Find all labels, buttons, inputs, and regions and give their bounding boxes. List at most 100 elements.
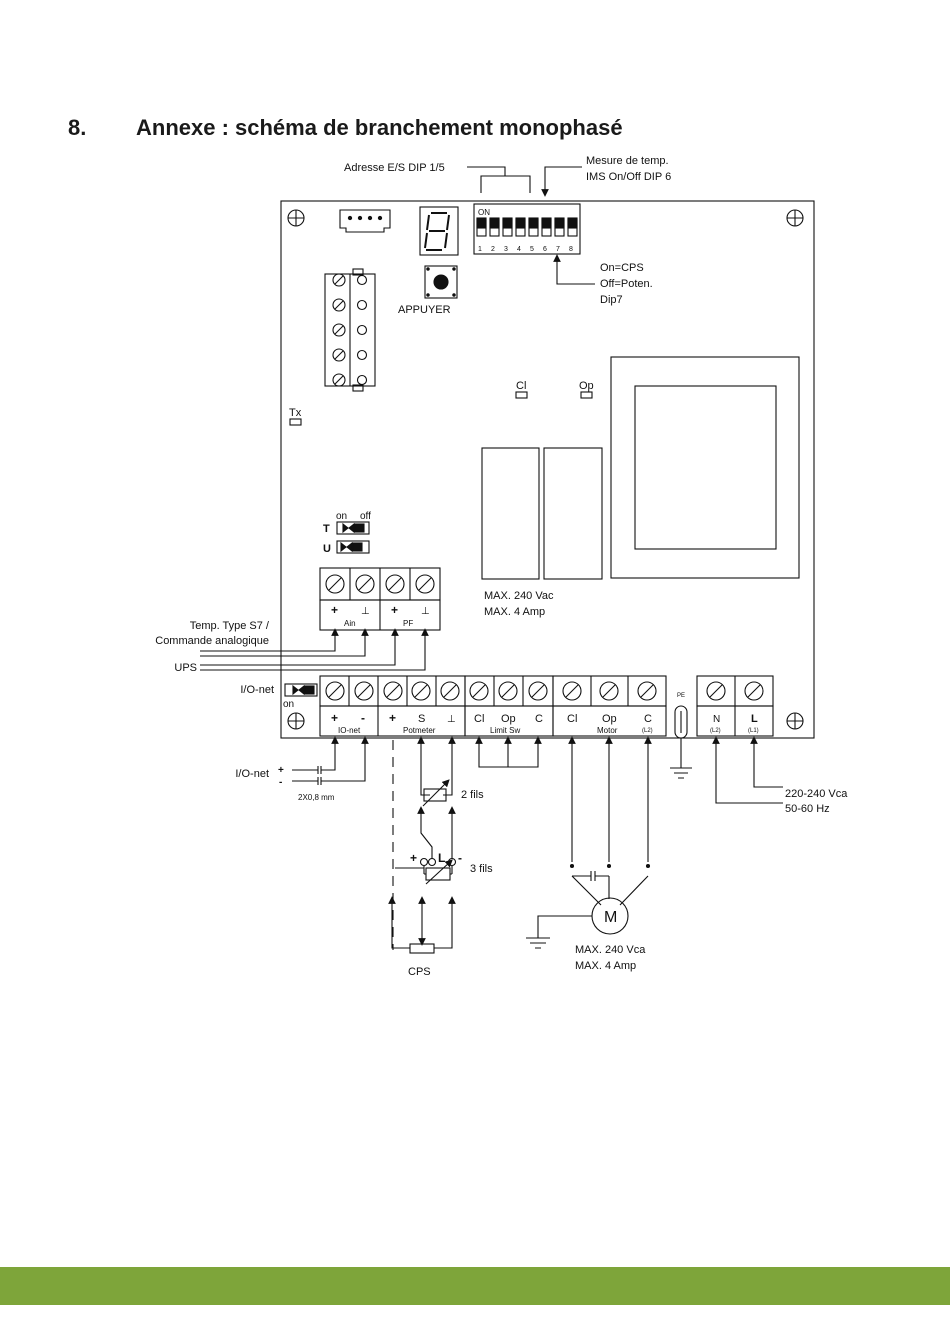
cps-sensor	[409, 943, 435, 954]
label-mesure-1: Mesure de temp.	[586, 155, 669, 167]
dip-on-label: ON	[478, 208, 490, 217]
label-pot-plus: +	[410, 851, 417, 865]
label-on-cps: On=CPS	[600, 262, 644, 274]
label-pot-l: L	[438, 851, 445, 865]
label-ionet-side: I/O-net	[240, 684, 274, 696]
section-number: 8.	[68, 115, 87, 140]
label-jumper-t: T	[323, 523, 330, 535]
potentiometer-2-wire	[423, 788, 447, 802]
pe-fuse	[674, 705, 688, 739]
group-ionet: IO-net	[338, 726, 361, 735]
label-pot-minus: -	[458, 851, 462, 865]
terminal-label: S	[418, 713, 425, 725]
label-3-wires: 3 fils	[470, 863, 493, 875]
label-supply-1: 220-240 Vca	[785, 788, 848, 800]
label-plus: +	[278, 765, 284, 776]
label-temp-2: Commande analogique	[155, 635, 269, 647]
terminal-label: ⊥	[447, 714, 456, 725]
relay-2	[543, 447, 603, 580]
transformer	[610, 356, 800, 579]
terminal-label: Op	[501, 713, 516, 725]
dip-number: 6	[543, 246, 547, 253]
terminal-sublabel: (L2)	[642, 728, 653, 734]
label-pe: PE	[677, 693, 685, 699]
dip-number: 8	[569, 246, 573, 253]
label-adresse: Adresse E/S DIP 1/5	[344, 162, 445, 174]
dip-number: 4	[517, 246, 521, 253]
led-cl	[515, 391, 528, 399]
relay-1	[481, 447, 540, 580]
section-title: Annexe : schéma de branchement monophasé	[136, 115, 623, 140]
terminal-label: L	[751, 713, 758, 725]
jumper-u[interactable]	[336, 540, 370, 554]
mounting-screw	[287, 209, 305, 227]
dip-number: 1	[478, 246, 482, 253]
group-pf: PF	[403, 619, 413, 628]
label-temp-1: Temp. Type S7 /	[190, 620, 270, 632]
label-led-op: Op	[579, 380, 594, 392]
group-potmeter: Potmeter	[403, 726, 436, 735]
plug-connector	[324, 268, 376, 392]
label-appuyer: APPUYER	[398, 304, 451, 316]
label-motor-1: MAX. 240 Vca	[575, 944, 646, 956]
mounting-screw	[287, 712, 305, 730]
terminal-label: N	[713, 714, 720, 725]
label-off-poten: Off=Poten.	[600, 278, 653, 290]
terminal-label: Op	[602, 713, 617, 725]
led-op	[580, 391, 593, 399]
mounting-screw	[786, 712, 804, 730]
potentiometer-3-wire	[425, 867, 451, 881]
label-led-cl: Cl	[516, 380, 526, 392]
jumper-ionet[interactable]	[284, 683, 318, 697]
appuyer-button[interactable]	[424, 265, 458, 299]
controller-board	[280, 200, 815, 739]
label-tx: Tx	[289, 407, 302, 419]
label-jumper-on: on	[336, 511, 347, 522]
label-ionet-bottom: I/O-net	[235, 768, 269, 780]
dip-number: 7	[556, 246, 560, 253]
group-ain: Ain	[344, 619, 356, 628]
terminal-label: Cl	[567, 713, 577, 725]
label-motor-2: MAX. 4 Amp	[575, 960, 636, 972]
mounting-screw	[786, 209, 804, 227]
dip-switch[interactable]	[473, 203, 581, 255]
label-jumper-off: off	[360, 511, 371, 522]
label-jumper-u: U	[323, 543, 331, 555]
group-motor: Motor	[597, 726, 618, 735]
terminal-label: +	[331, 711, 338, 725]
seven-segment-display	[419, 206, 459, 256]
label-ups: UPS	[174, 662, 197, 674]
terminal-label: C	[644, 713, 652, 725]
terminal-label: -	[361, 711, 365, 725]
terminal-sign: ⊥	[421, 606, 430, 617]
terminal-label: +	[389, 711, 396, 725]
label-relay-2: MAX. 4 Amp	[484, 606, 545, 618]
label-motor-m: M	[604, 909, 617, 926]
terminal-sign: +	[331, 603, 338, 617]
group-limit-sw: Limit Sw	[490, 726, 520, 735]
terminal-sublabel: (L1)	[748, 728, 759, 734]
label-relay-1: MAX. 240 Vac	[484, 590, 554, 602]
label-dip7: Dip7	[600, 294, 623, 306]
label-cps: CPS	[408, 966, 431, 978]
terminal-sign: +	[391, 603, 398, 617]
terminal-label: C	[535, 713, 543, 725]
terminal-sign: ⊥	[361, 606, 370, 617]
dip-number: 2	[491, 246, 495, 253]
diagram-labels: Adresse E/S DIP 1/5 Mesure de temp. IMS …	[155, 155, 848, 978]
jumper-t[interactable]	[336, 521, 370, 535]
label-mesure-2: IMS On/Off DIP 6	[586, 171, 671, 183]
dip-number: 5	[530, 246, 534, 253]
label-minus: -	[279, 777, 282, 788]
terminal-block-mains	[696, 675, 774, 737]
label-2-wires: 2 fils	[461, 789, 484, 801]
terminal-block-ain-pf	[319, 567, 441, 631]
led-tx	[289, 418, 302, 426]
label-supply-2: 50-60 Hz	[785, 803, 830, 815]
footer-bar	[0, 1267, 950, 1305]
pin-header	[339, 209, 391, 233]
label-ionet-on: on	[283, 699, 294, 710]
terminal-sublabel: (L2)	[710, 728, 721, 734]
terminal-label: Cl	[474, 713, 484, 725]
